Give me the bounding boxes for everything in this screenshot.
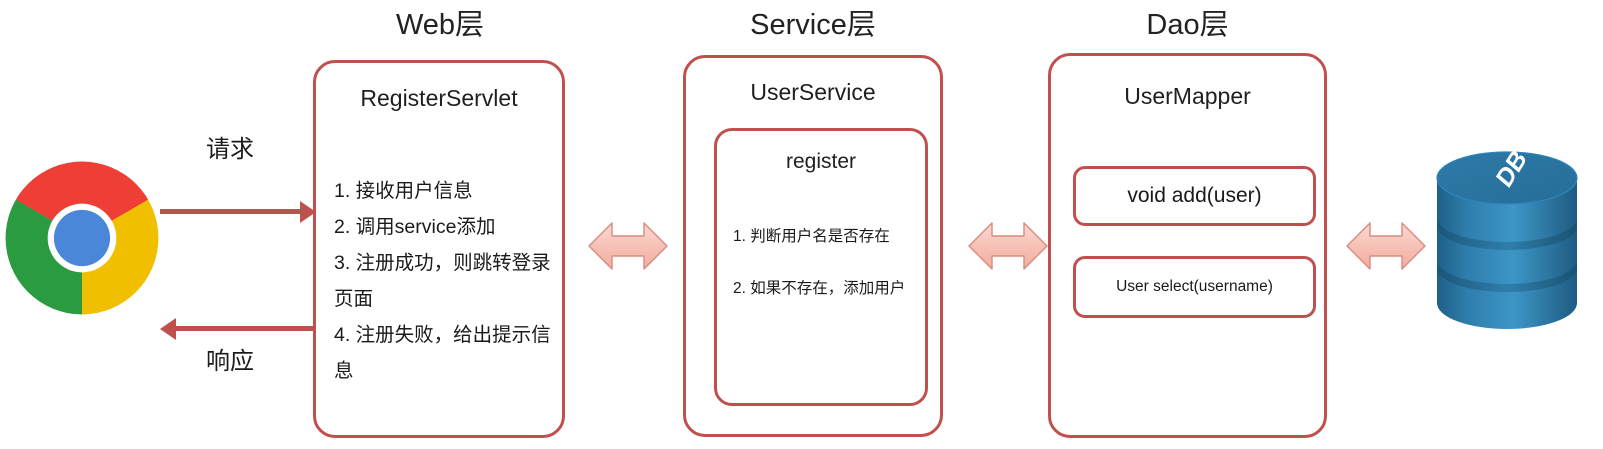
response-label: 响应 (206, 348, 254, 375)
request-arrow-line (160, 209, 308, 214)
web-class-name: RegisterServlet (360, 85, 518, 111)
dao-method-select-box[interactable]: User select(username) (1073, 256, 1316, 318)
dao-class-name: UserMapper (1124, 83, 1251, 109)
database-icon: DB (1432, 144, 1582, 334)
dao-layer-box[interactable]: UserMapper void add(user) User select(us… (1048, 53, 1327, 438)
request-label: 请求 (206, 136, 254, 163)
dao-method-select-label: User select(username) (1116, 278, 1273, 295)
service-method-box[interactable]: register 1. 判断用户名是否存在 2. 如果不存在，添加用户 (714, 128, 928, 406)
service-step: 2. 如果不存在，添加用户 (733, 280, 906, 297)
web-step: 4. 注册失败，给出提示信息 (334, 324, 551, 382)
service-step: 1. 判断用户名是否存在 (733, 228, 890, 245)
web-step: 3. 注册成功，则跳转登录页面 (334, 252, 551, 310)
web-layer-box[interactable]: RegisterServlet 1. 接收用户信息 2. 调用service添加… (313, 60, 565, 438)
response-arrow-line (172, 326, 317, 331)
chrome-browser-icon (4, 160, 160, 316)
dao-database-double-arrow-icon (1344, 215, 1428, 277)
web-layer-title: Web层 (395, 9, 485, 41)
service-method-name: register (785, 150, 857, 173)
dao-method-add-label: void add(user) (1127, 184, 1262, 207)
response-arrow-head-icon (160, 318, 176, 340)
service-class-name: UserService (750, 79, 876, 105)
web-service-double-arrow-icon (586, 215, 670, 277)
service-layer-title: Service层 (750, 9, 876, 41)
web-step: 1. 接收用户信息 (334, 180, 473, 202)
service-step-list: 1. 判断用户名是否存在 2. 如果不存在，添加用户 (733, 226, 925, 330)
request-arrow-head-icon (300, 201, 316, 223)
web-step: 2. 调用service添加 (334, 216, 496, 238)
dao-method-add-box[interactable]: void add(user) (1073, 166, 1316, 226)
web-step-list: 1. 接收用户信息 2. 调用service添加 3. 注册成功，则跳转登录页面… (334, 173, 570, 389)
dao-layer-title: Dao层 (1146, 9, 1229, 41)
service-layer-box[interactable]: UserService register 1. 判断用户名是否存在 2. 如果不… (683, 55, 943, 437)
service-dao-double-arrow-icon (966, 215, 1050, 277)
